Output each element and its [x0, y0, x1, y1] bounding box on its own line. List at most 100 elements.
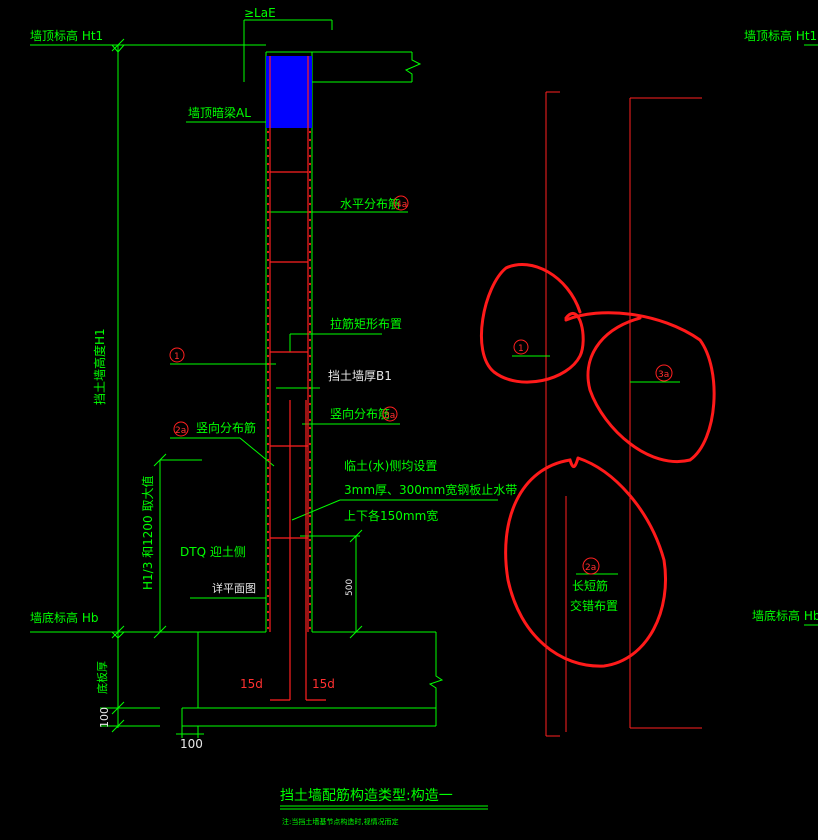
soil-side-label: DTQ 迎土侧 — [180, 545, 246, 559]
right-tag-circle-1 — [513, 339, 529, 355]
rebar-dot — [266, 586, 270, 590]
vertical-bar-inner-tag: 3a — [384, 411, 395, 421]
rebar-dot — [266, 522, 270, 526]
rebar-dot — [308, 506, 312, 510]
rebar-dot — [266, 290, 270, 294]
right-tag-3a: 3a — [658, 370, 669, 380]
rebar-dot — [308, 250, 312, 254]
rebar-dot — [266, 594, 270, 598]
rebar-dot — [308, 602, 312, 606]
horizontal-bar-tag: 4a — [396, 200, 407, 210]
rebar-dot — [266, 450, 270, 454]
rebar-dot — [266, 394, 270, 398]
drawing-title: 挡土墙配筋构造类型:构造一 — [280, 787, 453, 804]
rebar-dot — [308, 626, 312, 630]
section-ref-label: 详平面图 — [212, 581, 256, 595]
rebar-dot — [266, 306, 270, 310]
rebar-dot — [266, 274, 270, 278]
rebar-dot — [266, 538, 270, 542]
vertical-bar-inner-label: 竖向分布筋 — [330, 406, 390, 421]
rebar-dot — [266, 298, 270, 302]
beam-label: 墙顶暗梁AL — [188, 105, 251, 120]
tag-1: 1 — [174, 352, 180, 362]
rebar-dot — [266, 618, 270, 622]
rebar-dot — [266, 354, 270, 358]
rebar-dot — [308, 170, 312, 174]
rebar-dot — [308, 442, 312, 446]
elevation-view — [512, 44, 818, 737]
rebar-dot — [308, 402, 312, 406]
rebar-dot — [266, 362, 270, 366]
rebar-dot — [266, 442, 270, 446]
rebar-dot — [308, 370, 312, 374]
rebar-dot — [266, 162, 270, 166]
right-stagger-line2: 交错布置 — [570, 598, 618, 613]
rebar-dot — [308, 346, 312, 350]
rebar-dot — [266, 130, 270, 134]
rebar-dot — [266, 498, 270, 502]
waterstop-line3: 上下各150mm宽 — [344, 508, 438, 523]
rebar-dot — [266, 626, 270, 630]
rebar-dot — [308, 594, 312, 598]
right-tag-2a: 2a — [585, 563, 596, 573]
hook-left: 15d — [240, 677, 263, 691]
rebar-dot — [308, 394, 312, 398]
wall-section — [30, 19, 498, 738]
top-elevation-label-left: 墙顶标高 Ht1 — [30, 28, 103, 43]
rebar-dot — [308, 362, 312, 366]
rebar-dot — [266, 250, 270, 254]
rebar-dot — [266, 234, 270, 238]
rebar-dot — [266, 370, 270, 374]
rebar-dot — [266, 194, 270, 198]
rebar-dot — [266, 154, 270, 158]
rebar-dot — [308, 618, 312, 622]
tie-bar-label: 拉筋矩形布置 — [330, 316, 402, 331]
rebar-dot — [308, 418, 312, 422]
rebar-dot — [308, 266, 312, 270]
rebar-dot — [308, 578, 312, 582]
rebar-dot — [266, 266, 270, 270]
rebar-dot — [266, 570, 270, 574]
rebar-dot — [308, 210, 312, 214]
rebar-dot — [266, 170, 270, 174]
rebar-dot — [266, 322, 270, 326]
markup-circle-1 — [480, 263, 585, 384]
rebar-dot — [266, 490, 270, 494]
rebar-dot — [266, 402, 270, 406]
rebar-dot — [266, 186, 270, 190]
rebar-lines — [269, 56, 326, 701]
markup-circle-2a — [504, 456, 667, 668]
horizontal-bar-label: 水平分布筋 — [340, 196, 400, 211]
lap-length-label: H1/3 和1200 取大值 — [140, 475, 155, 590]
rebar-dot — [266, 458, 270, 462]
dim-100-horizontal: 100 — [180, 737, 203, 751]
rebar-dot — [308, 562, 312, 566]
rebar-dot — [308, 458, 312, 462]
rebar-dot — [308, 154, 312, 158]
drawing-note: 注:当挡土墙基节点构造时,视情况而定 — [282, 817, 399, 826]
rebar-dot — [266, 610, 270, 614]
rebar-dot — [308, 282, 312, 286]
rebar-dot — [308, 234, 312, 238]
rebar-dot — [266, 466, 270, 470]
bottom-elevation-label-left: 墙底标高 Hb — [30, 610, 98, 625]
hook-right: 15d — [312, 677, 335, 691]
top-elevation-label-right: 墙顶标高 Ht1 — [744, 28, 817, 43]
vertical-bar-outer-label: 竖向分布筋 — [196, 420, 256, 435]
tag-circle-2a — [173, 421, 189, 437]
rebar-dot — [308, 202, 312, 206]
tag-circle-3a — [382, 406, 398, 422]
rebar-dot — [308, 610, 312, 614]
tag-circle-4a — [393, 195, 409, 211]
rebar-dot — [308, 314, 312, 318]
rebar-dot — [266, 282, 270, 286]
rebar-dot — [266, 474, 270, 478]
rebar-dot — [308, 130, 312, 134]
rebar-dot — [308, 538, 312, 542]
rebar-dot — [266, 146, 270, 150]
rebar-dot — [308, 194, 312, 198]
bottom-elevation-label-right: 墙底标高 Hb — [752, 608, 818, 623]
rebar-dot — [308, 354, 312, 358]
rebar-dot — [266, 482, 270, 486]
rebar-dot — [308, 258, 312, 262]
